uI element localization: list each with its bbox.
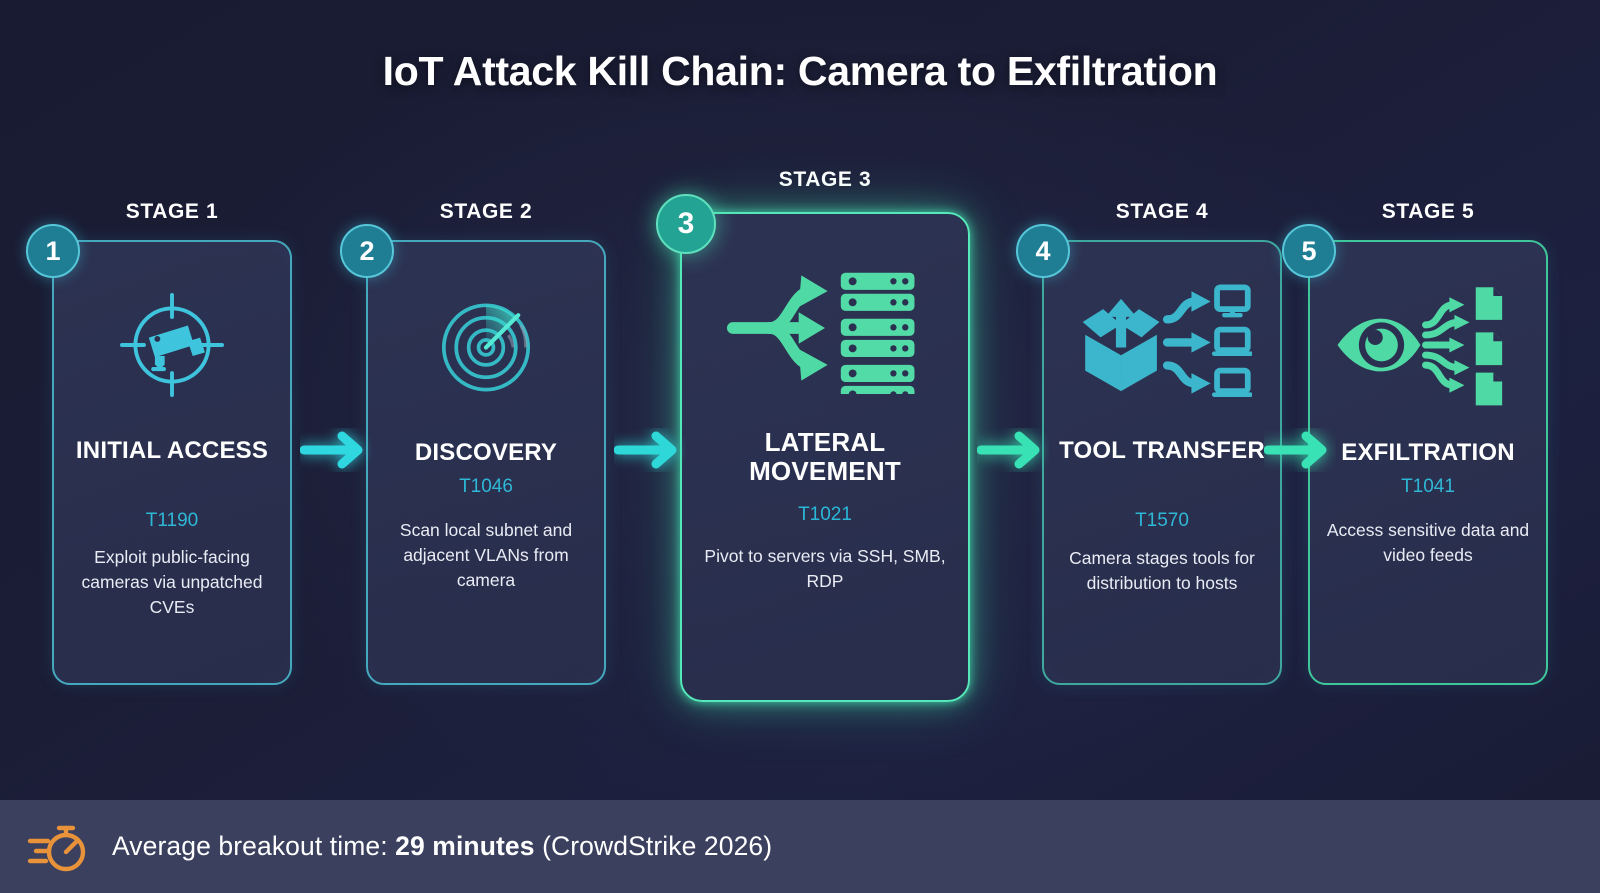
stage-badge-1: 1 xyxy=(26,224,80,278)
radar-scan-icon xyxy=(368,270,604,420)
connector-arrow-1 xyxy=(299,428,372,472)
technique-id-1: T1190 xyxy=(145,510,199,531)
stage-description-3: Pivot to servers via SSH, SMB, RDP xyxy=(704,546,946,591)
technique-id-5: T1041 xyxy=(1401,476,1455,497)
technique-id-2: T1046 xyxy=(459,476,513,497)
page-title: IoT Attack Kill Chain: Camera to Exfiltr… xyxy=(382,48,1218,94)
stage-badge-5: 5 xyxy=(1282,224,1336,278)
breakout-suffix: (CrowdStrike 2026) xyxy=(534,831,773,861)
stage-label-4: STAGE 4 xyxy=(1115,200,1209,223)
stage-description-2: Scan local subnet and adjacent VLANs fro… xyxy=(399,520,573,590)
breakout-prefix: Average breakout time: xyxy=(112,831,396,861)
stage-label-1: STAGE 1 xyxy=(125,200,219,223)
stage-name-2: DISCOVERY xyxy=(414,439,558,466)
technique-id-4: T1570 xyxy=(1135,510,1189,531)
stage-card-body-5: EXFILTRATION T1041 Access sensitive data… xyxy=(1308,240,1548,685)
stage-name-4: TOOL TRANSFER xyxy=(1059,437,1265,464)
breakout-value: 29 minutes xyxy=(395,831,535,861)
camera-crosshair-icon xyxy=(54,270,290,420)
stage-description-1: Exploit public-facing cameras via unpatc… xyxy=(81,547,263,617)
stage-card-body-3: LATERAL MOVEMENT T1021 Pivot to servers … xyxy=(680,212,970,702)
connector-arrow-4 xyxy=(1263,428,1336,472)
footer-bar: Average breakout time: 29 minutes (Crowd… xyxy=(0,800,1600,893)
stopwatch-icon xyxy=(26,819,90,875)
open-box-distribution-icon xyxy=(1044,270,1280,420)
stage-badge-2: 2 xyxy=(340,224,394,278)
connector-arrow-2 xyxy=(613,428,686,472)
stage-name-3: LATERAL MOVEMENT xyxy=(749,427,901,487)
breakout-time-text: Average breakout time: 29 minutes (Crowd… xyxy=(112,831,772,862)
stage-description-4: Camera stages tools for distribution to … xyxy=(1069,548,1255,593)
kill-chain-rail: STAGE 1 1 xyxy=(26,168,1548,716)
stage-name-5: EXFILTRATION xyxy=(1341,439,1515,466)
eye-documents-icon xyxy=(1310,270,1546,420)
stage-card-body-1: INITIAL ACCESS T1190 Exploit public-faci… xyxy=(52,240,292,685)
stage-description-5: Access sensitive data and video feeds xyxy=(1326,520,1530,565)
stage-badge-4: 4 xyxy=(1016,224,1070,278)
stage-card-body-2: DISCOVERY T1046 Scan local subnet and ad… xyxy=(366,240,606,685)
stage-badge-3: 3 xyxy=(656,194,716,254)
stage-name-1: INITIAL ACCESS xyxy=(75,437,269,464)
branching-arrows-servers-icon xyxy=(682,248,968,408)
stage-label-3: STAGE 3 xyxy=(778,168,872,191)
technique-id-3: T1021 xyxy=(798,504,852,525)
stage-label-2: STAGE 2 xyxy=(439,200,533,223)
connector-arrow-3 xyxy=(976,428,1049,472)
stage-card-body-4: TOOL TRANSFER T1570 Camera stages tools … xyxy=(1042,240,1282,685)
stage-label-5: STAGE 5 xyxy=(1381,200,1475,223)
